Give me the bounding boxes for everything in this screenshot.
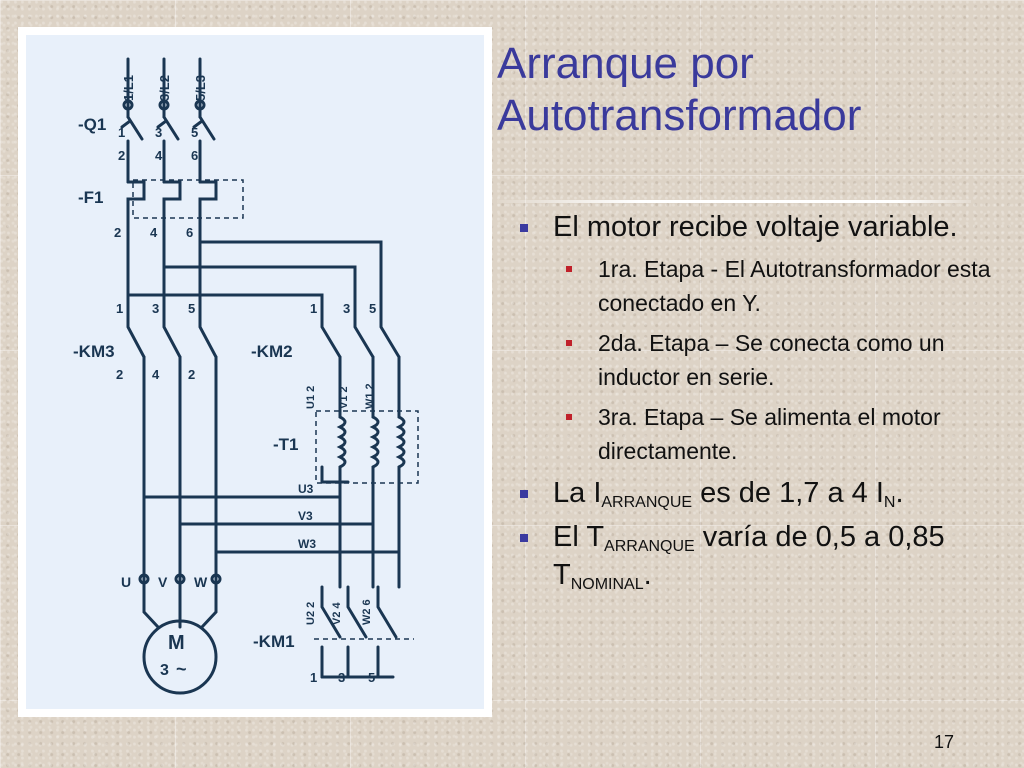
q1-terminal: 2 [118,148,125,163]
km1-top-terminal: U2 2 [305,602,317,625]
km1-top-labels: U2 2 V2 4 W2 6 [305,599,373,625]
sub-bullet-stage-1: 1ra. Etapa - El Autotransformador esta c… [520,252,1000,320]
motor-phase-label: 3 [160,662,169,679]
km1-bottom-terminal: 1 [310,670,317,685]
sub-bullet-stage-3: 3ra. Etapa – Se alimenta el motor direct… [520,400,1000,468]
label-km2: -KM2 [251,342,293,361]
label-km3: -KM3 [73,342,115,361]
page-number: 17 [934,732,955,752]
km1-top-terminal: W2 6 [361,599,373,625]
title-line-2: Autotransformador [497,91,862,140]
diagram-background [26,35,484,709]
km2-bottom-terminal: V1 2 [338,386,350,409]
sub-bullet-stage-2: 2da. Etapa – Se conecta como un inductor… [520,326,1000,394]
motor-terminal-w: W [194,574,208,590]
km3-bottom-terminal: 4 [152,367,160,382]
km1-bottom-labels: 1 3 5 [310,670,375,685]
tap-label-u3: U3 [298,482,314,496]
motor-terminal-labels: U V W [121,574,208,590]
bullet-starting-current: La IARRANQUE es de 1,7 a 4 IN. [520,474,1000,512]
q1-terminal: 6 [191,148,198,163]
f1-terminal: 6 [186,225,193,240]
autotransformer-start-circuit: -Q1 -F1 -KM3 -KM2 -T1 -KM1 1/L1 3/L2 5/L… [26,35,484,709]
km3-bottom-terminal: 2 [188,367,195,382]
f1-terminal: 2 [114,225,121,240]
label-f1: -F1 [78,188,104,207]
km3-terminal-labels: 1 3 5 2 4 2 [116,301,195,382]
bullet-motor-voltage: El motor recibe voltaje variable. [520,208,1000,246]
supply-label-l2: 3/L2 [157,75,172,101]
supply-labels: 1/L1 3/L2 5/L3 [121,75,208,101]
motor-ac-icon: ~ [176,659,187,679]
motor-m-label: M [168,632,185,654]
km2-top-terminal: 5 [369,301,376,316]
label-km1: -KM1 [253,632,295,651]
km1-bottom-terminal: 5 [368,670,375,685]
km2-bottom-labels: U1 2 V1 2 W1 2 [305,383,376,409]
bullet-list: El motor recibe voltaje variable. 1ra. E… [520,208,1000,600]
title-line-1: Arranque por [497,39,754,88]
f1-terminal-labels: 2 4 6 [114,225,193,240]
slide-title: Arranque por Autotransformador [497,38,1017,142]
supply-label-l1: 1/L1 [121,75,136,101]
dashed-enclosures [132,179,419,640]
km2-terminal-labels: 1 3 5 [310,301,376,316]
q1-terminal: 1 [118,125,125,140]
q1-terminal: 4 [155,148,163,163]
label-q1: -Q1 [78,115,106,134]
tap-label-v3: V3 [298,509,313,523]
supply-label-l3: 5/L3 [193,75,208,101]
km1-bottom-terminal: 3 [338,670,345,685]
q1-terminal: 3 [155,125,162,140]
motor-symbol-labels: M 3 ~ [160,632,187,679]
km1-top-terminal: V2 4 [331,601,343,625]
tap-label-w3: W3 [298,537,316,551]
km2-bottom-terminal: U1 2 [305,386,317,409]
circuit-wires [120,57,406,695]
km2-top-terminal: 3 [343,301,350,316]
motor-terminal-u: U [121,574,131,590]
bullet-starting-torque: El TARRANQUE varía de 0,5 a 0,85 TNOMINA… [520,518,1000,594]
tap-labels: U3 V3 W3 [298,482,316,551]
km2-bottom-terminal: W1 2 [364,383,376,409]
q1-terminal-labels: 1 2 3 4 5 6 [118,125,198,163]
km3-top-terminal: 3 [152,301,159,316]
label-t1: -T1 [273,435,299,454]
motor-terminal-v: V [158,574,168,590]
q1-terminal: 5 [191,125,198,140]
km3-top-terminal: 5 [188,301,195,316]
title-divider [497,200,971,203]
km3-top-terminal: 1 [116,301,123,316]
f1-terminal: 4 [150,225,158,240]
km2-top-terminal: 1 [310,301,317,316]
circuit-diagram-frame: -Q1 -F1 -KM3 -KM2 -T1 -KM1 1/L1 3/L2 5/L… [18,27,492,717]
km3-bottom-terminal: 2 [116,367,123,382]
